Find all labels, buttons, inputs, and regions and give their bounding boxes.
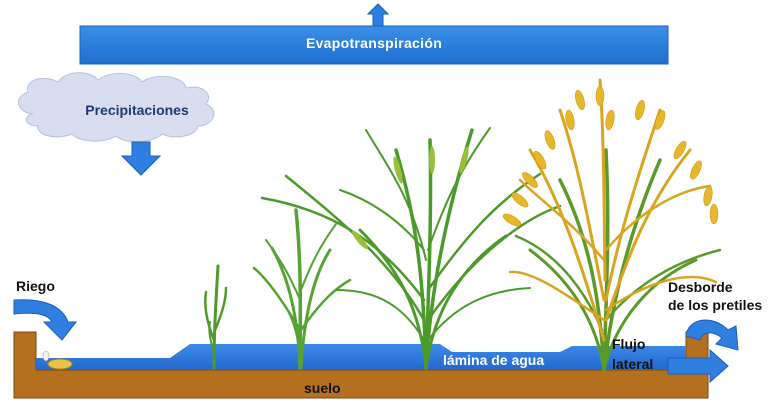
lateral-flow-label: Flujo lateral — [612, 334, 653, 374]
overflow-label: Desborde de los pretiles — [668, 278, 762, 314]
tillering-plant — [260, 127, 562, 370]
seed-icon — [42, 350, 73, 370]
precipitation-cloud — [18, 72, 215, 143]
water-layer-label: lámina de agua — [443, 352, 545, 368]
young-plant — [252, 208, 352, 370]
lateral-flow-arrow — [667, 348, 729, 384]
evapotranspiration-label: Evapotranspiración — [305, 35, 443, 51]
mature-plant — [508, 78, 722, 372]
evapotranspiration-arrow — [79, 3, 669, 65]
lateral-flow-label-line2: lateral — [612, 356, 654, 372]
lateral-flow-label-line1: Flujo — [612, 336, 646, 352]
seedling-plant — [204, 264, 228, 370]
water-layer — [36, 344, 686, 370]
tillering-panicles — [351, 146, 469, 250]
overflow-label-line2: de los pretiles — [668, 297, 763, 313]
precipitation-arrow — [120, 141, 162, 176]
mature-grain-panicles — [502, 85, 719, 227]
overflow-arrow — [685, 319, 739, 351]
irrigation-arrow — [13, 299, 78, 341]
precipitation-label: Precipitaciones — [85, 102, 189, 118]
soil-body — [13, 331, 709, 399]
irrigation-label: Riego — [16, 278, 55, 294]
overflow-label-line1: Desborde — [668, 279, 733, 295]
soil-label: suelo — [304, 380, 341, 396]
